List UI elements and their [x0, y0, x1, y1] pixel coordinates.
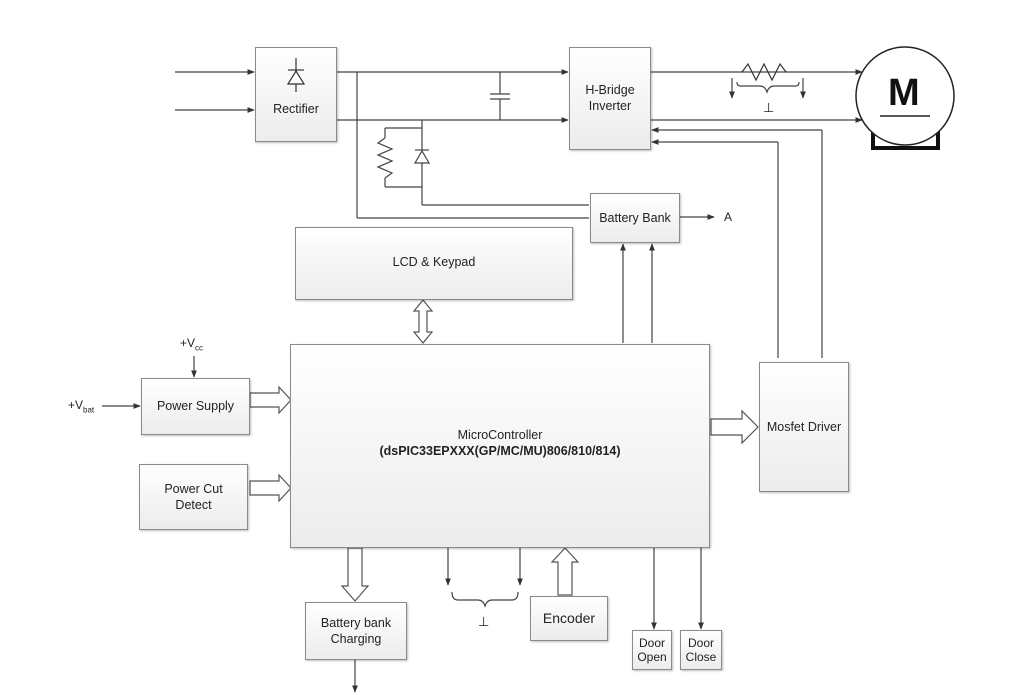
microcontroller-block: MicroController (dsPIC33EPXXX(GP/MC/MU)8…	[290, 344, 710, 548]
battery-bank-label: Battery Bank	[599, 210, 671, 225]
battery-charging-block: Battery bank Charging	[305, 602, 407, 660]
vcc-label: +Vcc	[180, 336, 203, 352]
rectifier-label: Rectifier	[273, 102, 319, 117]
resistor-diode-branch	[376, 120, 589, 206]
power-cut-label-line1: Power Cut	[164, 481, 223, 496]
motor-label: M	[888, 72, 920, 114]
lcd-keypad-block: LCD & Keypad	[295, 227, 573, 300]
charging-arrow	[340, 547, 370, 602]
motor-symbol	[855, 46, 955, 150]
battery-bank-block: Battery Bank	[590, 193, 680, 243]
encoder-label: Encoder	[542, 610, 596, 627]
sense-brace	[451, 591, 519, 608]
vcc-subscript: cc	[195, 343, 204, 353]
ground-symbol-mcu: ⊥	[478, 614, 490, 629]
current-sense-resistor	[729, 62, 806, 99]
power-cut-arrow	[249, 473, 292, 503]
encoder-arrow	[550, 547, 580, 596]
vbat-prefix: +V	[68, 398, 84, 412]
power-supply-label: Power Supply	[156, 399, 235, 414]
mosfet-driver-label: Mosfet Driver	[766, 419, 842, 434]
door-close-label-line1: Door	[687, 635, 714, 650]
microcontroller-label: MicroController	[457, 427, 543, 442]
capacitor-symbol	[490, 72, 510, 120]
rectifier-diode-overlay	[286, 58, 306, 92]
hbridge-label-line2: Inverter	[588, 99, 632, 114]
hbridge-inverter-block: H-Bridge Inverter	[569, 47, 651, 150]
mosfet-driver-block: Mosfet Driver	[759, 362, 849, 492]
door-open-block: Door Open	[632, 630, 672, 670]
microcontroller-part-number: (dsPIC33EPXXX(GP/MC/MU)806/810/814)	[379, 444, 621, 458]
door-open-label-line1: Door	[638, 635, 665, 650]
vbat-label: +Vbat	[68, 398, 94, 414]
door-close-block: Door Close	[680, 630, 722, 670]
battery-charging-label-line1: Battery bank	[320, 615, 392, 630]
hbridge-label-line1: H-Bridge	[585, 83, 635, 97]
door-close-label-line2: Close	[685, 650, 717, 664]
vbat-subscript: bat	[83, 405, 95, 415]
power-cut-label-line2: Detect	[175, 498, 212, 512]
door-open-label-line2: Open	[637, 650, 667, 664]
lcd-keypad-label: LCD & Keypad	[392, 255, 476, 270]
power-supply-block: Power Supply	[141, 378, 250, 435]
vcc-prefix: +V	[180, 336, 196, 350]
power-supply-arrow	[249, 385, 292, 415]
battery-charging-label-line2: Charging	[330, 632, 382, 646]
lcd-mcu-bidir-arrow	[412, 299, 434, 344]
output-a-label: A	[724, 210, 733, 224]
mosfet-driver-arrow	[710, 409, 759, 445]
ground-symbol-sense: ⊥	[763, 100, 775, 115]
encoder-block: Encoder	[530, 596, 608, 641]
power-cut-detect-block: Power Cut Detect	[139, 464, 248, 530]
